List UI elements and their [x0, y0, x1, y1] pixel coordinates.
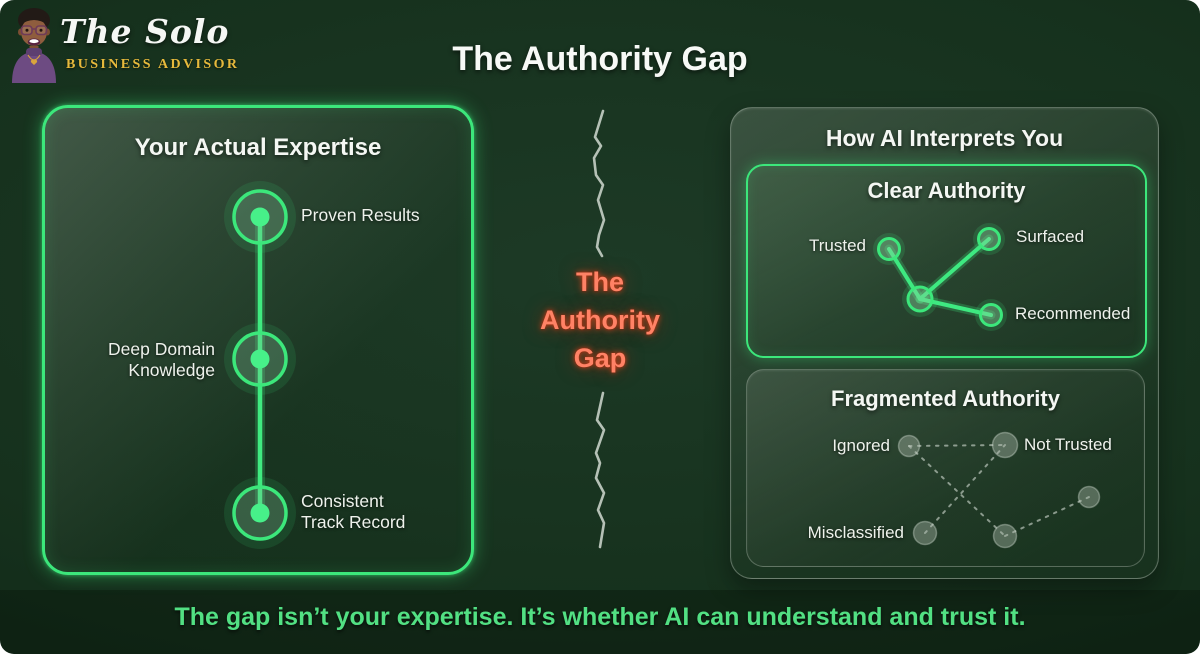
track-record-label: Consistent Track Record [301, 491, 406, 532]
brand-subtitle-text: BUSINESS ADVISOR [66, 57, 240, 72]
fragmented-authority-title: Fragmented Authority [831, 386, 1060, 411]
ignored-label: Ignored [832, 436, 890, 455]
proven-results-label: Proven Results [301, 205, 420, 225]
timeline-node-proven-results [224, 181, 296, 253]
authority-gap-callout: The Authority Gap [540, 267, 660, 373]
trusted-label: Trusted [808, 236, 866, 255]
page-title: The Authority Gap [452, 40, 748, 78]
expertise-timeline-graphic [224, 181, 296, 549]
clear-network-nodes [873, 223, 1007, 331]
crack-zigzag-bottom-icon [594, 391, 606, 549]
clear-authority-network-graphic [873, 223, 1007, 331]
footer-tagline: The gap isn’t your expertise. It’s wheth… [174, 603, 1026, 631]
clear-authority-panel: Clear Authority [746, 164, 1147, 358]
clear-authority-title: Clear Authority [867, 178, 1026, 203]
fragmented-network-edges [908, 444, 1090, 537]
avatar-illustration [12, 8, 56, 83]
recommended-label: Recommended [1015, 304, 1131, 323]
surfaced-label: Surfaced [1016, 227, 1085, 246]
fragmented-authority-panel: Fragmented Authority Ignored Not Truste [746, 369, 1145, 567]
misclassified-label: Misclassified [807, 523, 904, 542]
footer-band [0, 590, 1200, 654]
ai-panel-title: How AI Interprets You [825, 125, 1064, 151]
not-trusted-label: Not Trusted [1024, 435, 1112, 454]
ai-interpretation-panel: How AI Interprets You Clear Authority [730, 107, 1159, 579]
advisor-avatar [6, 5, 62, 83]
brand-script-text: The Solo [60, 12, 230, 51]
expertise-panel-title: Your Actual Expertise [134, 134, 382, 161]
fragmented-network-graphic [897, 431, 1101, 549]
timeline-node-deep-domain [224, 323, 296, 395]
deep-domain-label: Deep Domain Knowledge [108, 339, 215, 380]
crack-zigzag-top-icon [592, 109, 606, 258]
expertise-panel: Your Actual Expertise Proven Results [42, 105, 474, 575]
fragmented-network-nodes [897, 431, 1101, 549]
timeline-node-track-record [224, 477, 296, 549]
